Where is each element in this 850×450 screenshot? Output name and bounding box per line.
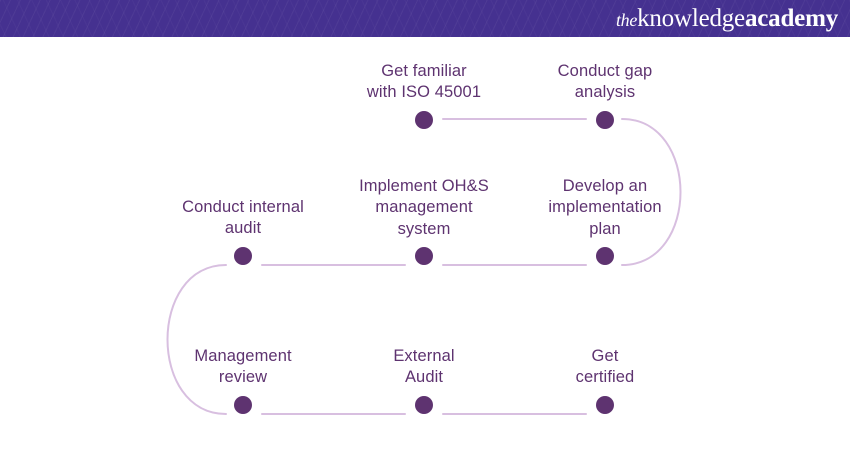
brand-logo[interactable]: theknowledgeacademy — [616, 6, 838, 31]
step-dot[interactable] — [415, 247, 433, 266]
step-label: Conduct gap analysis — [557, 62, 653, 102]
step-dot[interactable] — [596, 395, 614, 414]
step-label: Management review — [194, 347, 292, 387]
logo-word-the: the — [615, 9, 638, 30]
step-label: Get familiar with ISO 45001 — [366, 62, 482, 102]
connector-arc-right-step2-to-step3 — [621, 118, 682, 266]
step-conduct-gap-analysis[interactable]: Conduct gap analysis — [515, 61, 695, 129]
step-label: Conduct internal audit — [182, 198, 304, 238]
step-develop-an-implementation-plan[interactable]: Develop an implementation plan — [515, 176, 695, 266]
logo-word-academy: academy — [744, 4, 838, 32]
connector-arc-left-step4-to-step6 — [166, 264, 227, 415]
step-dot[interactable] — [234, 246, 252, 265]
header-watermark-pattern — [0, 0, 850, 37]
flow-connectors-layer — [166, 118, 682, 415]
step-label: Implement OH&S management system — [359, 177, 489, 238]
step-dot[interactable] — [415, 110, 433, 129]
page-header: theknowledgeacademy — [0, 0, 850, 37]
step-label: External Audit — [393, 347, 455, 387]
step-get-certified[interactable]: Get certified — [515, 346, 695, 414]
step-dot[interactable] — [596, 247, 614, 266]
step-label: Develop an implementation plan — [548, 177, 662, 238]
process-flow-diagram: Get familiar with ISO 45001 Conduct gap … — [0, 37, 850, 450]
step-get-familiar-with-iso-45001[interactable]: Get familiar with ISO 45001 — [334, 61, 514, 129]
step-external-audit[interactable]: External Audit — [334, 346, 514, 414]
step-dot[interactable] — [415, 395, 433, 414]
step-implement-ohs-management-system[interactable]: Implement OH&S management system — [334, 176, 514, 266]
step-management-review[interactable]: Management review — [153, 346, 333, 414]
step-label: Get certified — [575, 347, 635, 387]
step-conduct-internal-audit[interactable]: Conduct internal audit — [153, 197, 333, 265]
step-dot[interactable] — [234, 395, 252, 414]
logo-word-knowledge: knowledge — [637, 4, 745, 32]
step-dot[interactable] — [596, 110, 614, 129]
